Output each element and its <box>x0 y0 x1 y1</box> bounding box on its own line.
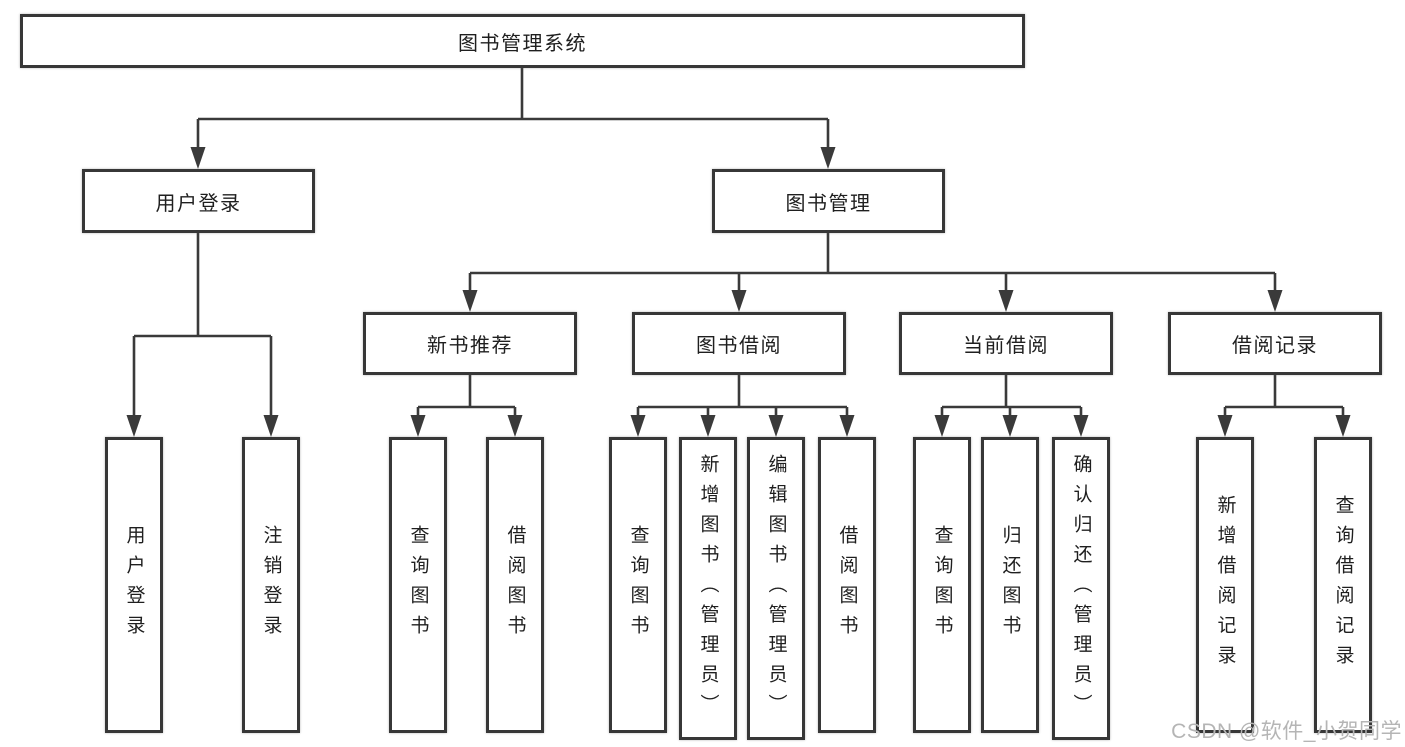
leaf-current-query-books: 查询图书 <box>913 437 971 733</box>
leaf-newbook-borrow-books: 借阅图书 <box>486 437 544 733</box>
watermark: CSDN @软件_小贺同学 <box>1171 720 1402 743</box>
leaf-records-add-record: 新增借阅记录 <box>1196 437 1254 733</box>
node-new-book-recommend-label: 新书推荐 <box>427 335 513 357</box>
node-user-login: 用户登录 <box>82 169 315 233</box>
node-user-login-label: 用户登录 <box>155 192 242 215</box>
leaf-borrow-borrow-books: 借阅图书 <box>818 437 876 733</box>
leaf-logout: 注销登录 <box>242 437 300 733</box>
node-book-borrow: 图书借阅 <box>632 312 846 375</box>
leaf-records-add-record-label: 新增借阅记录 <box>1214 495 1236 675</box>
leaf-current-return-books-label: 归还图书 <box>999 525 1021 645</box>
node-borrow-records-label: 借阅记录 <box>1232 335 1318 357</box>
leaf-borrow-borrow-books-label: 借阅图书 <box>836 525 858 645</box>
node-book-management-label: 图书管理 <box>785 192 872 215</box>
leaf-records-query-record: 查询借阅记录 <box>1314 437 1372 733</box>
leaf-user-login: 用户登录 <box>105 437 163 733</box>
node-book-management: 图书管理 <box>712 169 945 233</box>
node-new-book-recommend: 新书推荐 <box>363 312 577 375</box>
leaf-current-query-books-label: 查询图书 <box>931 525 953 645</box>
leaf-borrow-query-books: 查询图书 <box>609 437 667 733</box>
node-root: 图书管理系统 <box>20 14 1025 68</box>
node-current-borrow-label: 当前借阅 <box>963 335 1049 357</box>
tree-edges <box>126 68 1351 437</box>
leaf-newbook-query-books: 查询图书 <box>389 437 447 733</box>
leaf-current-confirm-return-admin: 确认归还（管理员） <box>1052 437 1110 740</box>
leaf-borrow-add-books-admin: 新增图书（管理员） <box>679 437 737 740</box>
leaf-records-query-record-label: 查询借阅记录 <box>1332 495 1354 675</box>
leaf-user-login-label: 用户登录 <box>123 525 145 645</box>
leaf-borrow-add-books-admin-label: 新增图书（管理员） <box>697 453 719 724</box>
leaf-borrow-edit-books-admin: 编辑图书（管理员） <box>747 437 805 740</box>
leaf-logout-label: 注销登录 <box>260 525 282 645</box>
node-current-borrow: 当前借阅 <box>899 312 1113 375</box>
leaf-current-confirm-return-admin-label: 确认归还（管理员） <box>1070 453 1092 724</box>
node-root-label: 图书管理系统 <box>458 32 587 55</box>
leaf-newbook-query-books-label: 查询图书 <box>407 525 429 645</box>
leaf-borrow-edit-books-admin-label: 编辑图书（管理员） <box>765 453 787 724</box>
node-borrow-records: 借阅记录 <box>1168 312 1382 375</box>
leaf-borrow-query-books-label: 查询图书 <box>627 525 649 645</box>
leaf-newbook-borrow-books-label: 借阅图书 <box>504 525 526 645</box>
node-book-borrow-label: 图书借阅 <box>696 335 782 357</box>
leaf-current-return-books: 归还图书 <box>981 437 1039 733</box>
